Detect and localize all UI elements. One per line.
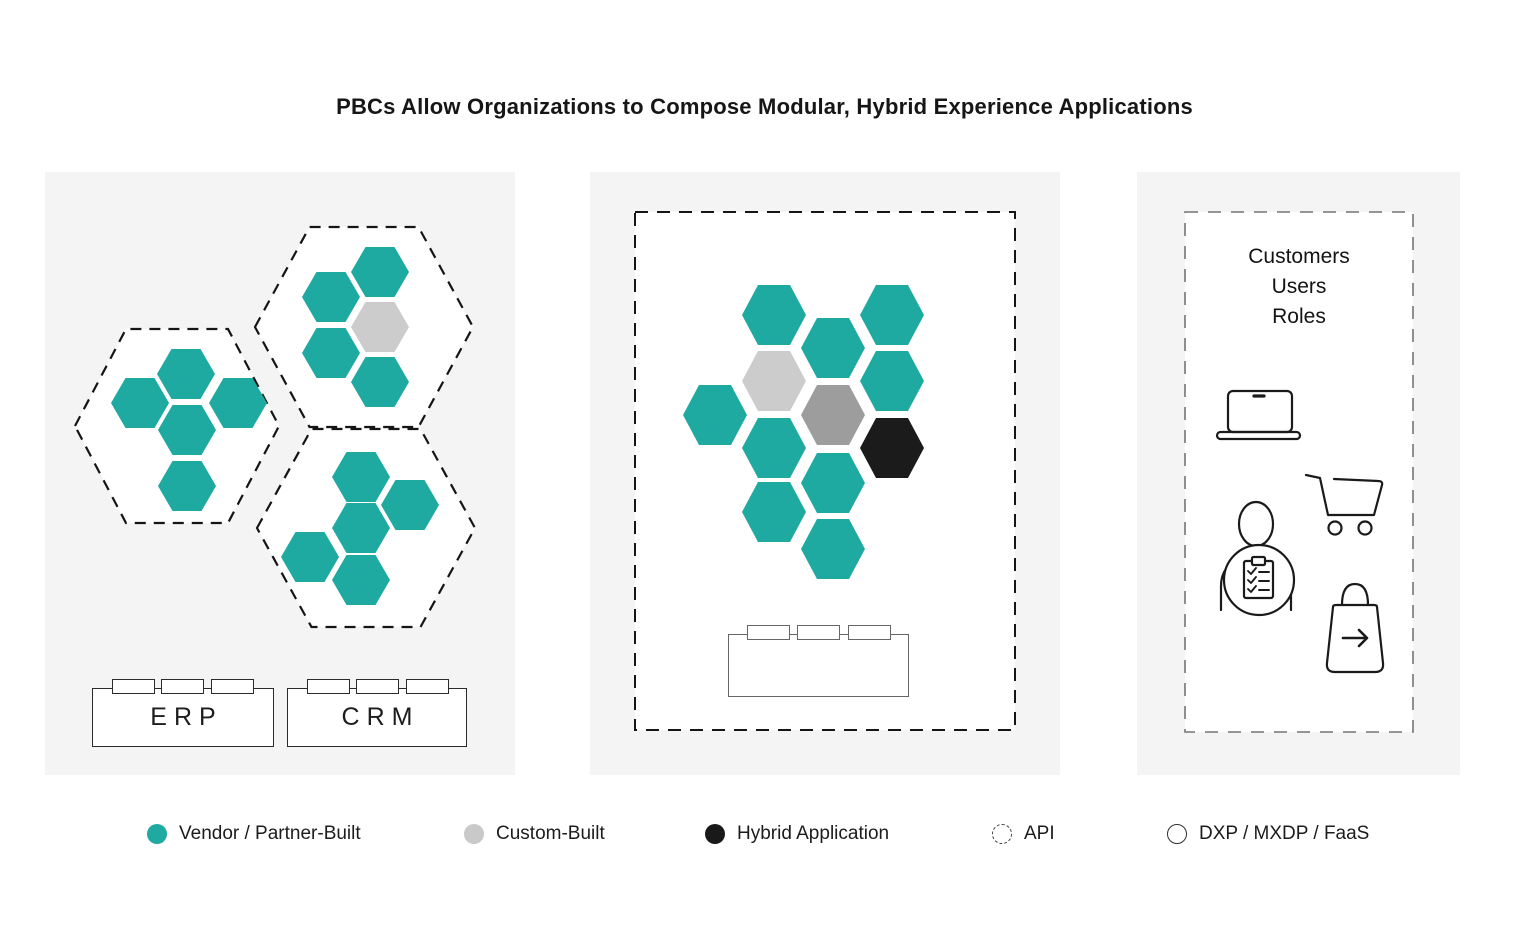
pbc-hexagon-vendor: [332, 503, 390, 553]
legend-item-hybrid: Hybrid Application: [705, 822, 889, 846]
audience-boundary: [1184, 211, 1414, 733]
connector-tab: [848, 625, 891, 640]
pbc-hexagon-custom: [351, 302, 409, 352]
pbc-hexagon-vendor: [281, 532, 339, 582]
shopping-cart-icon: [1304, 473, 1384, 536]
pbc-hexagon-vendor: [302, 328, 360, 378]
app-hexagon-vendor: [742, 482, 806, 542]
audience-line-customers: Customers: [1248, 245, 1350, 268]
erp-label: ERP: [150, 703, 223, 731]
connector-tab: [161, 679, 204, 694]
audience-labels: Customers Users Roles: [1185, 242, 1413, 332]
legend-label: Vendor / Partner-Built: [179, 823, 361, 844]
pbc-hexagon-vendor: [158, 405, 216, 455]
app-hexagon-vendor: [742, 285, 806, 345]
legend-label: Hybrid Application: [737, 823, 890, 844]
pbc-hexagon-vendor: [351, 357, 409, 407]
app-hexagon-vendor: [860, 351, 924, 411]
hybrid-swatch-icon: [705, 824, 725, 844]
connector-tab: [356, 679, 399, 694]
api-swatch-icon: [992, 824, 1012, 844]
audience-panel: Customers Users Roles: [1137, 172, 1460, 775]
legend-item-vendor: Vendor / Partner-Built: [147, 822, 361, 846]
legend-item-api: API: [992, 822, 1055, 846]
custom-swatch-icon: [464, 824, 484, 844]
composed-application-panel: [590, 172, 1060, 775]
pbc-hexagon-vendor: [332, 555, 390, 605]
erp-system-box: ERP: [92, 679, 274, 747]
pbc-hexagon-vendor: [209, 378, 267, 428]
audience-line-users: Users: [1271, 275, 1327, 298]
app-hexagon-vendor: [683, 385, 747, 445]
legend-item-custom: Custom-Built: [464, 822, 605, 846]
connector-tab: [747, 625, 790, 640]
crm-system-box: CRM: [287, 679, 467, 747]
source-systems-panel: ERP CRM: [45, 172, 515, 775]
connector-tab: [307, 679, 350, 694]
runtime-platform-label: [729, 635, 908, 696]
app-hexagon-custom: [742, 351, 806, 411]
laptop-icon: [1215, 389, 1302, 441]
pbc-hexagon-vendor: [158, 461, 216, 511]
connector-tab: [211, 679, 254, 694]
pbc-hexagon-vendor: [381, 480, 439, 530]
app-hexagon-custom_dark: [801, 385, 865, 445]
legend-label: DXP / MXDP / FaaS: [1199, 823, 1370, 844]
audience-graphic: [1184, 211, 1414, 733]
pbc-hexagon-vendor: [351, 247, 409, 297]
pbc-hexagon-vendor: [157, 349, 215, 399]
connector-tab: [797, 625, 840, 640]
runtime-platform-box: [728, 625, 909, 697]
app-hexagon-vendor: [801, 318, 865, 378]
connector-tab: [406, 679, 449, 694]
app-hexagon-vendor: [801, 519, 865, 579]
shopping-bag-icon: [1325, 582, 1385, 674]
app-hexagon-vendor: [742, 418, 806, 478]
vendor-swatch-icon: [147, 824, 167, 844]
crm-label: CRM: [341, 703, 420, 731]
dxp-swatch-icon: [1167, 824, 1187, 844]
user-checklist-icon: [1219, 500, 1296, 617]
legend: Vendor / Partner-Built Custom-Built Hybr…: [0, 822, 1529, 848]
pbc-hexagon-vendor: [111, 378, 169, 428]
pbc-hexagon-vendor: [302, 272, 360, 322]
pbc-hexagon-vendor: [332, 452, 390, 502]
page-title: PBCs Allow Organizations to Compose Modu…: [336, 94, 1193, 119]
pbc-groups-graphic: [73, 225, 477, 629]
app-hexagon-hybrid: [860, 418, 924, 478]
legend-label: API: [1024, 823, 1055, 844]
legend-item-dxp: DXP / MXDP / FaaS: [1167, 822, 1369, 846]
audience-line-roles: Roles: [1272, 305, 1326, 328]
app-hexagon-vendor: [801, 453, 865, 513]
app-hexagon-vendor: [860, 285, 924, 345]
connector-tab: [112, 679, 155, 694]
legend-label: Custom-Built: [496, 823, 605, 844]
